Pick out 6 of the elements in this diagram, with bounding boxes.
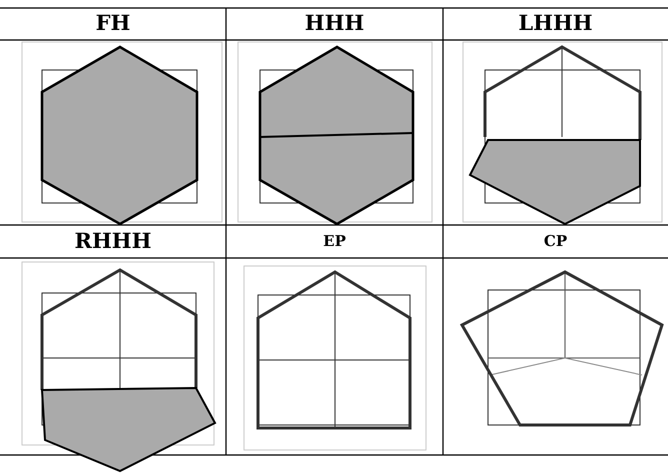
column-heading: FH <box>94 10 132 35</box>
column-heading: CP <box>542 232 568 251</box>
column-heading: RHHH <box>74 228 152 253</box>
column-heading: LHHH <box>517 10 594 35</box>
column-heading: EP <box>322 232 347 251</box>
column-heading: HHH <box>304 10 366 35</box>
